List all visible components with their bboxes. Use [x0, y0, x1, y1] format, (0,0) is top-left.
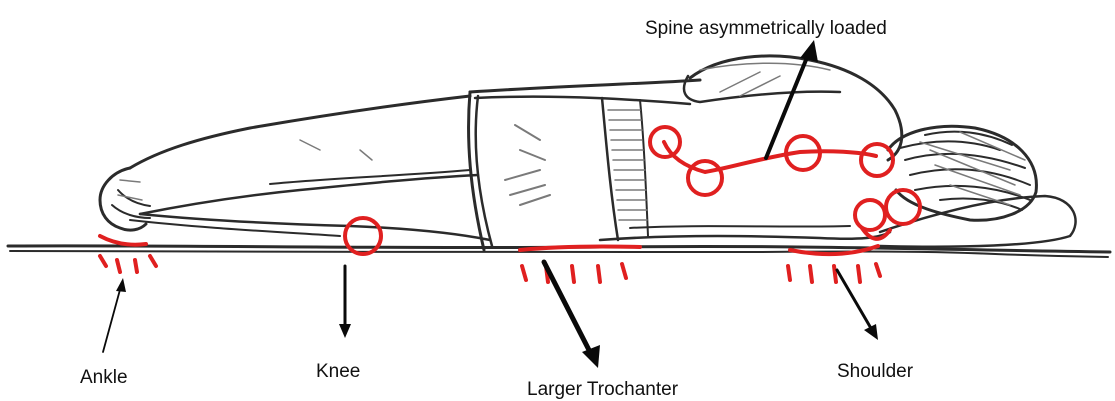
back-outline: [470, 80, 700, 92]
body-sketch: [100, 56, 1076, 250]
shoulder-arrow: [837, 270, 872, 330]
upper-leg: [130, 96, 470, 168]
trochanter-pressure-ticks: [522, 264, 626, 282]
spine-label: Spine asymmetrically loaded: [645, 18, 887, 39]
trochanter-pressure-arc: [520, 246, 640, 250]
pressure-points: [100, 127, 920, 282]
knee-label: Knee: [316, 361, 360, 382]
ankle-pressure-arc: [100, 236, 146, 245]
spine-arrow: [766, 55, 808, 158]
arrows: [103, 40, 878, 368]
head-hair: [888, 126, 1036, 220]
lower-leg: [140, 214, 490, 240]
torso-bottom: [600, 232, 890, 240]
spine-circle-6: [855, 200, 885, 230]
shoulder-label: Shoulder: [837, 361, 914, 382]
labels: Spine asymmetrically loaded Ankle Knee L…: [80, 18, 914, 400]
ankle-arrow: [103, 286, 121, 352]
shoulder-pressure-ticks: [788, 264, 880, 282]
trochanter-label: Larger Trochanter: [527, 379, 679, 400]
ankle-label: Ankle: [80, 367, 128, 388]
trochanter-arrow: [544, 262, 590, 352]
spine-circle-2: [688, 161, 722, 195]
ankle-pressure-ticks: [100, 256, 156, 272]
